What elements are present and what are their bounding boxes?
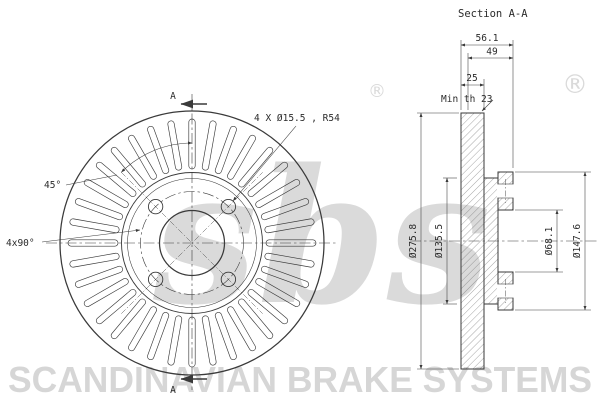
diagonal-centerline [121,172,263,314]
vent-slot [214,312,237,361]
vent-slot [247,161,289,197]
vent-slot [128,306,157,352]
bolt-hole [220,271,237,288]
hat-wall-section [483,177,499,305]
dim-outer-dia-label: Ø275.8 [408,224,419,259]
dim-hat-inner-dia-label: Ø135.5 [434,224,445,258]
vent-slot [264,218,315,234]
vent-slot [110,146,146,188]
friction-ring-section [460,112,485,370]
vent-slot [255,179,301,208]
section-marker-top-label: A [170,91,176,102]
holes-note-label: 4 X Ø15.5 , R54 [254,113,340,124]
bolt-hole [220,198,237,215]
dim-49-label: 49 [486,47,498,58]
front-view: 45° 4x90° 4 X Ø15.5 , R54 A A [6,91,340,396]
vent-slot [69,252,120,268]
vent-slot [247,289,289,325]
vent-slot [95,289,137,325]
vent-slot [201,315,217,366]
vent-slot [201,120,217,171]
vent-slot [74,198,123,221]
vent-slot [261,198,310,221]
bolt-circle [140,191,244,295]
vent-slot [110,298,146,340]
vent-slot [261,265,310,288]
bolt-pattern-label: 4x90° [6,238,35,249]
bolt-hole [147,271,164,288]
bolt-pattern-leader [41,228,141,243]
section-view: Section A-A 56.1 49 25 Min th 23 [408,8,598,370]
registered-mark-icon: ® [368,81,386,102]
vent-slot [69,218,120,234]
vent-slot [147,312,170,361]
dim-hat-outer-dia-label: Ø147.6 [572,224,583,259]
vent-slot [67,239,119,247]
vent-slot [227,134,256,180]
angle-45-arc [121,141,193,173]
brand-banner-text: SCANDINAVIAN BRAKE SYSTEMS [8,359,592,400]
vent-slot [264,252,315,268]
center-bore [158,209,226,277]
vent-slot [238,298,274,340]
min-thickness-leader [481,99,494,112]
sbs-logo-watermark: sbs [152,128,491,346]
vent-slot [255,278,301,307]
vent-slot [83,278,129,307]
vent-slot [167,315,183,366]
vent-slot [74,265,123,288]
dim-bore-dia-label: Ø68.1 [544,226,555,255]
vent-slot [227,306,256,352]
vent-slot [265,239,317,247]
section-marker-bottom-label: A [170,385,176,396]
bolt-hole [147,198,164,215]
section-title: Section A-A [458,8,528,20]
holes-note-leader [232,125,297,202]
watermark: sbs ® ® SCANDINAVIAN BRAKE SYSTEMS [8,70,592,400]
hat-outer-circle [121,172,263,314]
registered-mark-icon: ® [562,70,588,100]
dim-56-label: 56.1 [476,33,499,44]
dim-25-label: 25 [466,73,477,84]
vent-slot [83,179,129,208]
vent-slot [95,161,137,197]
vent-slot [214,125,237,174]
min-thickness-label: Min th 23 [441,94,492,105]
vent-slot [238,146,274,188]
vent-slot [188,316,196,368]
angle-45-leader [65,174,118,186]
diagonal-centerline [121,172,263,314]
angle-45-label: 45° [44,180,61,191]
hat-inner-circle [127,178,257,308]
